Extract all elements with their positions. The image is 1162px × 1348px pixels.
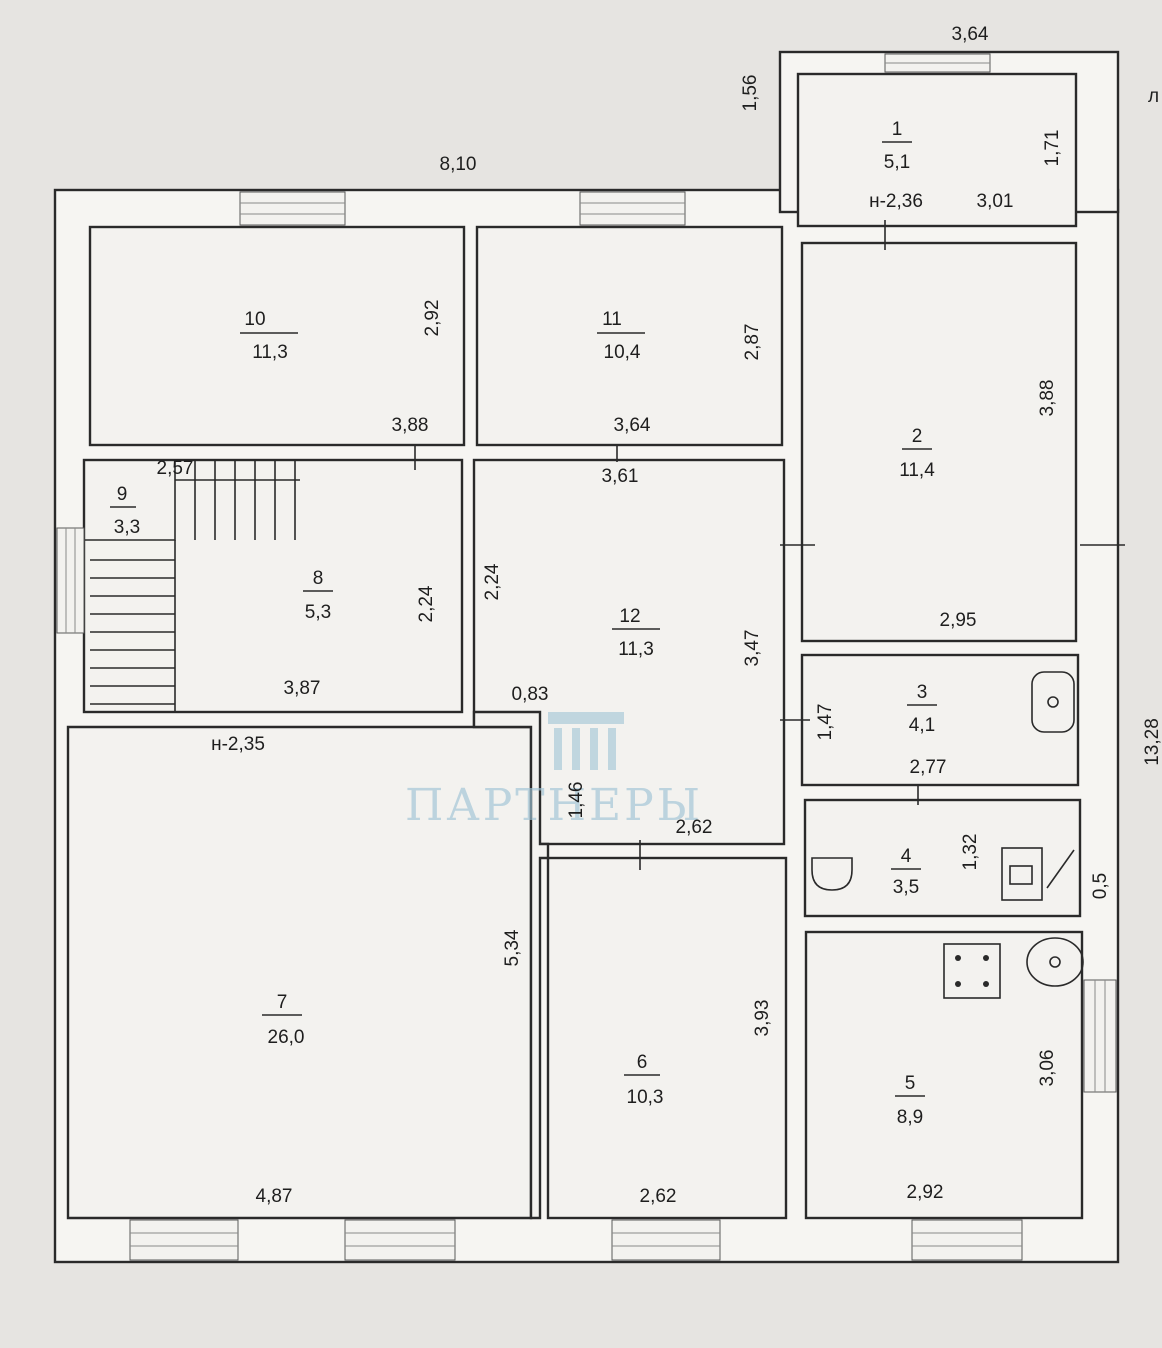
bathtub-icon	[1031, 671, 1075, 733]
dim-r2-height: 3,88	[1037, 380, 1058, 417]
room-9-area-value: 3,3	[114, 517, 140, 538]
dim-r3-width: 2,77	[910, 757, 947, 778]
room-6-area-value: 10,3	[627, 1087, 664, 1108]
dim-r4-side: 0,5	[1090, 873, 1111, 899]
corridor-area	[472, 710, 550, 1220]
windows	[56, 53, 1117, 1261]
dim-r4-height: 1,32	[960, 834, 981, 871]
dim-r5-height: 3,06	[1037, 1050, 1058, 1087]
room-9-number: 9	[117, 484, 128, 505]
dim-annex-right: 1,71	[1042, 130, 1063, 167]
dim-r12-step: 0,83	[512, 684, 549, 705]
staircase	[84, 460, 300, 712]
sink-icon	[1001, 847, 1075, 901]
dim-annex-left: 1,56	[740, 75, 761, 112]
room-4-number: 4	[901, 846, 912, 867]
kitchen-sink-icon	[1026, 937, 1084, 987]
room-8-number: 8	[313, 568, 324, 589]
room-7-number: 7	[277, 992, 288, 1013]
watermark-text: ПАРТНЕРЫ	[405, 780, 703, 831]
dim-r10-width: 3,88	[392, 415, 429, 436]
dim-r6-height: 3,93	[752, 1000, 773, 1037]
room-4-area-value: 3,5	[893, 877, 919, 898]
dim-annex-bottom: 3,01	[977, 191, 1014, 212]
toilet-icon	[811, 857, 853, 891]
room-6-number: 6	[637, 1052, 648, 1073]
dim-r2-width: 2,95	[940, 610, 977, 631]
dim-annex-top: 3,64	[952, 24, 989, 45]
room-6-area	[546, 856, 788, 1220]
dim-r7-height: 5,34	[502, 929, 523, 966]
dim-corridor-height: 1,46	[566, 782, 587, 819]
dim-r12-height: 3,47	[742, 630, 763, 667]
stove-icon	[943, 943, 1001, 999]
dim-r12-width: 3,61	[602, 466, 639, 487]
dim-annex-height-mark: н-2,36	[869, 191, 923, 212]
dim-r9-width: 2,57	[157, 458, 194, 479]
door-marks	[414, 220, 1125, 870]
dim-r7-width: 4,87	[256, 1186, 293, 1207]
room-10-area	[88, 225, 466, 447]
room-7-area-value: 26,0	[268, 1027, 305, 1048]
dim-r11-width: 3,64	[614, 415, 651, 436]
edge-mark: л	[1148, 86, 1159, 107]
room-8-9-area	[82, 458, 464, 714]
dim-r6-top-width: 2,62	[676, 817, 713, 838]
room-11-number: 11	[602, 309, 622, 330]
room-5-number: 5	[905, 1073, 916, 1094]
room-11-area	[475, 225, 784, 447]
dim-r10-height: 2,92	[422, 300, 443, 337]
dim-r5-width: 2,92	[907, 1182, 944, 1203]
watermark-logo	[548, 712, 624, 770]
dim-r6-width: 2,62	[640, 1186, 677, 1207]
room-1-area	[796, 72, 1078, 228]
dim-r11-height: 2,87	[742, 324, 763, 361]
room-12-area-value: 11,3	[618, 639, 654, 660]
vertical-dimension-labels: 1,56 1,71 2,92 2,87 3,88 2,24 2,24 3,47 …	[416, 75, 1162, 1087]
dimension-labels: 8,10 3,64 3,01 н-2,36 3,88 3,64 3,61 2,5…	[157, 24, 1014, 1207]
room-3-number: 3	[917, 682, 928, 703]
room-10-area-value: 11,3	[252, 342, 288, 363]
room-10-number: 10	[244, 309, 265, 330]
room-8-area-value: 5,3	[305, 602, 331, 623]
room-2-number: 2	[912, 426, 923, 447]
room-1-number: 1	[892, 119, 903, 140]
room-2-area	[800, 241, 1078, 643]
room-11-area-value: 10,4	[604, 342, 641, 363]
dim-r7-height-mark: н-2,35	[211, 734, 265, 755]
room-labels: 1 5,1 2 11,4 3 4,1 4 3,5 5 8,9 6 10,3 7 …	[110, 119, 937, 1128]
dim-r8-width: 3,87	[284, 678, 321, 699]
room-12-number: 12	[619, 606, 640, 627]
room-2-area-value: 11,4	[899, 460, 935, 481]
dim-r8-height: 2,24	[416, 585, 437, 622]
room-1-area-value: 5,1	[884, 152, 910, 173]
dim-r12-left-height: 2,24	[482, 563, 503, 600]
dim-right-overall: 13,28	[1142, 718, 1162, 766]
dim-top-overall: 8,10	[440, 154, 477, 175]
dim-r3-height: 1,47	[815, 704, 836, 741]
room-5-area-value: 8,9	[897, 1107, 923, 1128]
room-3-area-value: 4,1	[909, 715, 935, 736]
